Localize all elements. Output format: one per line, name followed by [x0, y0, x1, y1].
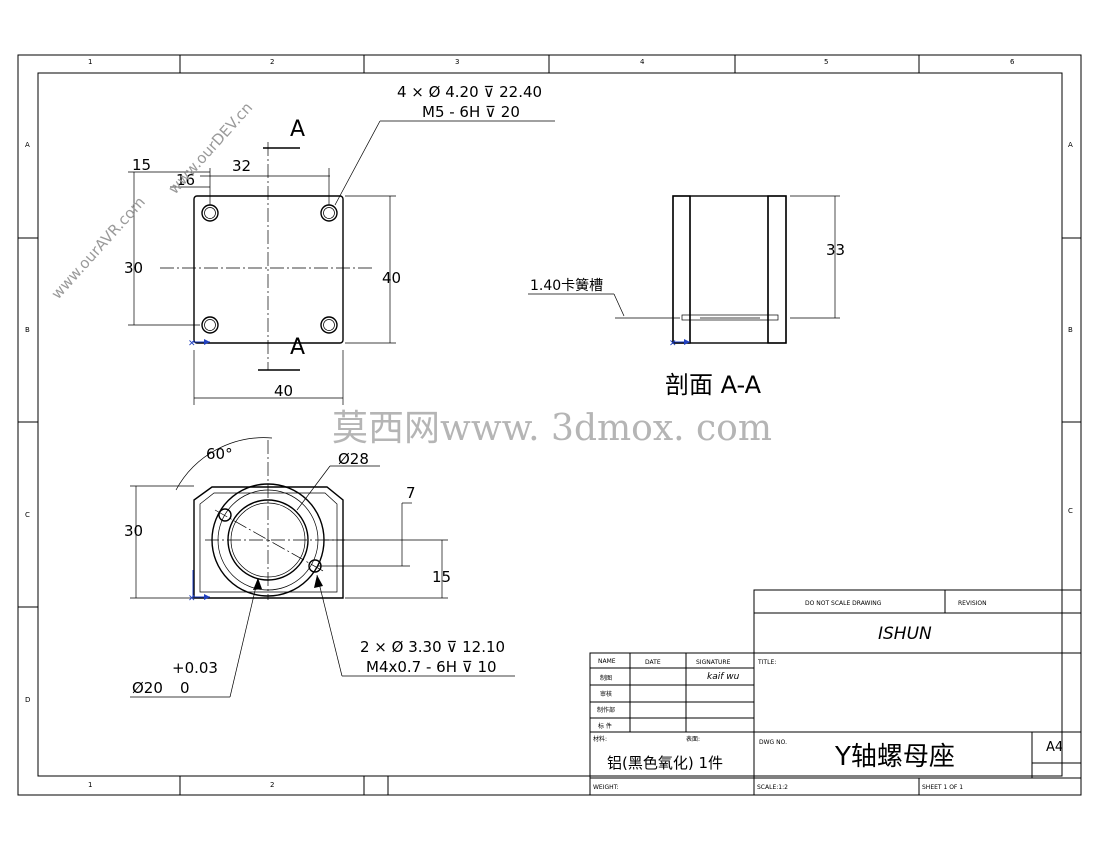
- dim-32-top: 32: [232, 157, 251, 175]
- company-name: ISHUN: [878, 624, 932, 644]
- sheet-label: SHEET 1 OF 1: [922, 784, 963, 791]
- row-std: 标 件: [598, 722, 612, 730]
- origin-marker-icon: ✕: [188, 339, 210, 349]
- dim-40-right: 40: [382, 269, 401, 287]
- section-view: 33 1.40卡簧槽 剖面 A-A ✕: [528, 195, 845, 399]
- zone-col-4: 4: [640, 58, 645, 66]
- tap-callout-line1: 2 × Ø 3.30 ⊽ 12.10: [360, 638, 505, 656]
- col-signature: SIGNATURE: [696, 659, 731, 666]
- title-block: DO NOT SCALE DRAWING REVISION ISHUN TITL…: [589, 589, 1082, 796]
- zone-row-left-c: C: [25, 511, 30, 519]
- zone-col-bottom-1: 1: [88, 781, 92, 789]
- zone-row-left-d: D: [25, 696, 30, 704]
- section-title: 剖面 A-A: [665, 371, 762, 399]
- zone-row-right-c: C: [1068, 507, 1073, 515]
- weight-label: WEIGHT:: [593, 784, 619, 791]
- dim-30-top: 30: [124, 259, 143, 277]
- zone-row-right-a: A: [1068, 141, 1073, 149]
- mounting-holes: [201, 204, 338, 334]
- section-marker-bottom: A: [290, 335, 305, 360]
- row-drawn: 制图: [600, 674, 612, 682]
- watermarks: www.ourAVR.com www.ourDEV.cn 莫西网www. 3dm…: [48, 99, 772, 449]
- watermark-ourdev: www.ourDEV.cn: [165, 99, 257, 198]
- groove-label: 1.40卡簧槽: [530, 278, 603, 294]
- drawing-frame: [17, 54, 1082, 796]
- zone-row-left-a: A: [25, 141, 30, 149]
- sheet-size: A4: [1046, 740, 1063, 755]
- tol-lower: 0: [180, 679, 190, 697]
- tap-callout-line2: M4x0.7 - 6H ⊽ 10: [366, 658, 497, 676]
- dim-30-front: 30: [124, 522, 143, 540]
- origin-marker-icon: ✕: [188, 570, 210, 604]
- bore-diameter: Ø28: [338, 450, 369, 468]
- watermark-3dmox: 莫西网www. 3dmox. com: [332, 408, 772, 449]
- row-checked: 审核: [600, 690, 612, 698]
- zone-col-1: 1: [88, 58, 92, 66]
- title-label: TITLE:: [757, 659, 776, 666]
- svg-text:✕: ✕: [669, 339, 677, 349]
- zone-col-bottom-2: 2: [270, 781, 274, 789]
- part-name: Y轴螺母座: [834, 742, 955, 772]
- scale-label: SCALE:1:2: [757, 784, 788, 791]
- revision-label: REVISION: [958, 600, 987, 607]
- col-name: NAME: [598, 658, 616, 665]
- svg-text:✕: ✕: [188, 594, 196, 604]
- row-dept: 制作部: [597, 706, 615, 714]
- tol-upper: +0.03: [172, 659, 218, 677]
- zone-col-6: 6: [1010, 58, 1015, 66]
- dim-40-bottom: 40: [274, 382, 293, 400]
- dim-15-front: 15: [432, 568, 451, 586]
- signature: kaif wu: [707, 672, 740, 682]
- hole-callout-line2: M5 - 6H ⊽ 20: [422, 103, 520, 121]
- hole-callout-line1: 4 × Ø 4.20 ⊽ 22.40: [397, 83, 542, 101]
- dim-16-top: 16: [176, 171, 195, 189]
- material-value: 铝(黑色氧化) 1件: [607, 754, 723, 772]
- col-date: DATE: [645, 659, 661, 666]
- zone-row-right-b: B: [1068, 326, 1073, 334]
- angle-60: 60°: [206, 445, 233, 463]
- dwg-no-label: DWG NO.: [759, 739, 787, 746]
- origin-marker-icon: ✕: [669, 339, 690, 349]
- dim-33: 33: [826, 241, 845, 259]
- dim-7-front: 7: [406, 484, 416, 502]
- zone-col-5: 5: [824, 58, 828, 66]
- top-view: A A 15 16 32 30 40 40 4 × Ø 4.20 ⊽ 22.40: [124, 83, 555, 405]
- do-not-scale-label: DO NOT SCALE DRAWING: [805, 600, 882, 607]
- dim-15-top: 15: [132, 156, 151, 174]
- zone-col-3: 3: [455, 58, 459, 66]
- tol-main: Ø20: [132, 679, 163, 697]
- zone-col-2: 2: [270, 58, 274, 66]
- zone-labels: 1 2 3 4 5 6 1 2 A B C D A B C: [25, 58, 1073, 789]
- material-label: 材料:: [593, 735, 607, 743]
- svg-text:✕: ✕: [188, 339, 196, 349]
- front-view: 60° Ø28 30 7 15 +0.03 Ø20 0 2 × Ø 3.30 ⊽: [124, 437, 515, 698]
- section-marker-top: A: [290, 117, 305, 142]
- finish-label: 表面:: [686, 735, 700, 743]
- zone-row-left-b: B: [25, 326, 30, 334]
